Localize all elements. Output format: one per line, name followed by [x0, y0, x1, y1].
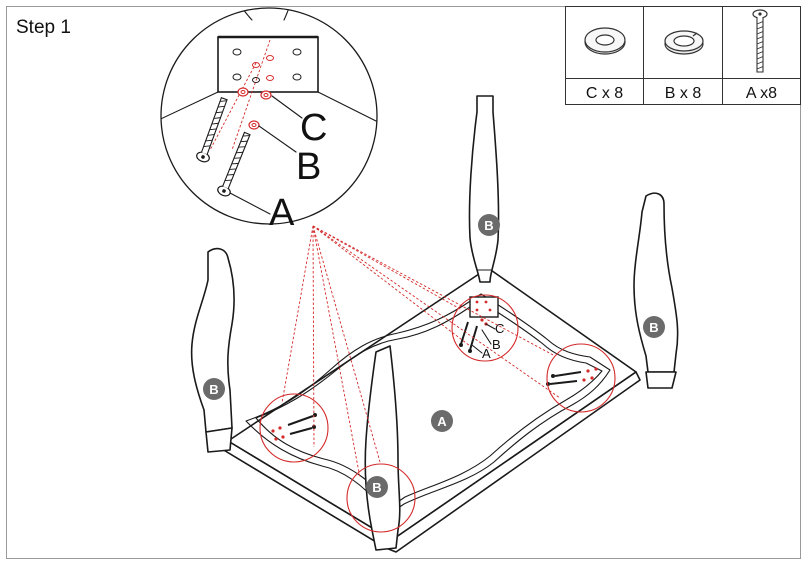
zoom-callout-c: C	[300, 107, 327, 149]
callout-label-c: C	[495, 321, 504, 336]
washer-icon	[584, 27, 626, 55]
leg-badge: B	[366, 476, 388, 498]
highlight-circle-back	[451, 294, 519, 362]
leg-badge-label: B	[484, 218, 493, 233]
leg-left: B	[190, 247, 235, 453]
bolt-icon	[752, 9, 768, 73]
parts-label-spring-washer: B x 8	[665, 85, 702, 102]
leg-back: B	[468, 95, 500, 283]
zoom-detail: C B A	[160, 7, 378, 234]
corner-bracket	[469, 296, 499, 318]
parts-label-bolt: A x8	[746, 85, 777, 102]
leg-badge-label: B	[649, 320, 658, 335]
tabletop-badge-label: A	[437, 414, 447, 429]
leg-badge: B	[643, 316, 665, 338]
tabletop: A	[221, 267, 641, 553]
callout-label-a: A	[482, 346, 491, 361]
callout-label-b: B	[492, 337, 501, 352]
bolt-set-left	[271, 413, 317, 441]
leader-lines	[281, 225, 561, 479]
tabletop-badge: A	[431, 410, 453, 432]
step-title: Step 1	[16, 17, 71, 38]
zoom-callout-a: A	[269, 192, 295, 234]
leg-badge-label: B	[372, 480, 381, 495]
leg-right: B	[633, 192, 679, 389]
leg-badge: B	[478, 214, 500, 236]
parts-label-washer: C x 8	[586, 85, 623, 102]
highlight-circle-right	[546, 343, 616, 413]
leg-front: B	[364, 345, 401, 551]
leg-badge: B	[203, 378, 225, 400]
page-frame	[6, 6, 801, 559]
highlight-circle-left	[259, 393, 329, 463]
leg-badge-label: B	[209, 382, 218, 397]
parts-table: C x 8 B x 8 A x8	[565, 6, 801, 105]
zoom-callout-b: B	[296, 146, 321, 188]
bolt-set-right	[546, 367, 598, 386]
highlight-circle-front	[346, 463, 416, 533]
spring-washer-icon	[664, 30, 704, 55]
